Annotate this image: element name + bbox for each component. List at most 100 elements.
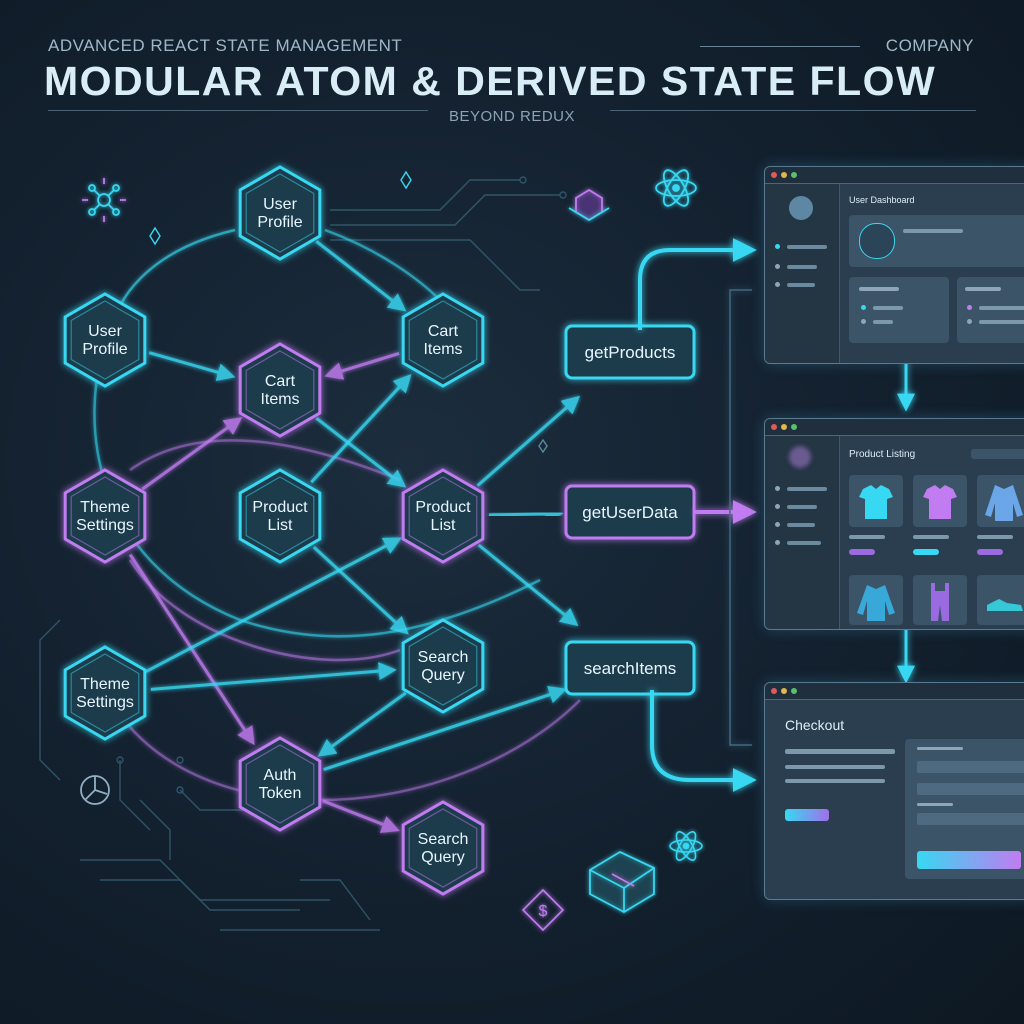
atom-hexagon-inner <box>408 476 478 556</box>
edge-a10-a11 <box>322 799 400 833</box>
sidebar-item[interactable] <box>787 487 827 491</box>
summary-line <box>785 749 895 754</box>
selectors: getProducts getUserData searchItems <box>564 324 696 696</box>
coupon-button[interactable] <box>785 809 829 821</box>
window-titlebar <box>765 167 1024 184</box>
product-card[interactable] <box>913 475 967 527</box>
selector-node[interactable]: getUserData <box>564 484 696 540</box>
atom-label: Profile <box>82 341 127 358</box>
sidebar-item-dot[interactable] <box>775 540 780 545</box>
product-card[interactable] <box>977 475 1024 527</box>
dashboard-panel: User Dashboard <box>764 166 1024 364</box>
product-card[interactable] <box>849 475 903 527</box>
atom-hexagon <box>238 468 322 564</box>
card-field[interactable] <box>917 813 1024 825</box>
sidebar-item[interactable] <box>787 283 815 287</box>
price-line <box>913 535 949 539</box>
window-maximize-dot[interactable] <box>791 688 797 694</box>
atom-hexagon-inner <box>70 476 140 556</box>
selector-node[interactable]: searchItems <box>564 640 696 696</box>
window-minimize-dot[interactable] <box>781 172 787 178</box>
checkout-panel: Checkout <box>764 682 1024 900</box>
city-field[interactable] <box>917 783 1024 795</box>
window-close-dot[interactable] <box>771 172 777 178</box>
sidebar-item[interactable] <box>787 245 827 249</box>
output-arrows <box>638 238 915 792</box>
sidebar <box>765 436 840 629</box>
edge-a7-s1 <box>476 395 581 487</box>
placeholder-line <box>965 287 1001 291</box>
edge-a3-a7 <box>315 416 407 488</box>
diamond-icon <box>149 170 548 454</box>
atom-hexagon <box>401 618 485 714</box>
shoe-icon <box>987 599 1023 611</box>
window-titlebar <box>765 683 1024 700</box>
sidebar-item-dot[interactable] <box>775 522 780 527</box>
window-close-dot[interactable] <box>771 424 777 430</box>
atom-label: Search <box>418 649 469 666</box>
atom-label: Query <box>421 667 465 684</box>
window-minimize-dot[interactable] <box>781 688 787 694</box>
atom-label: Items <box>423 341 462 358</box>
window-close-dot[interactable] <box>771 688 777 694</box>
edge-a6-a4 <box>310 374 412 484</box>
selector-box <box>564 640 696 696</box>
atom-hexagon <box>238 165 322 261</box>
selector-box <box>564 484 696 540</box>
address-field[interactable] <box>917 761 1024 773</box>
sidebar-item-dot[interactable] <box>775 264 780 269</box>
atom-hexagon-inner <box>408 626 478 706</box>
sidebar-item-dot[interactable] <box>775 486 780 491</box>
bullet-dot <box>861 319 866 324</box>
atom-hexagon <box>63 292 147 388</box>
sidebar-item-dot[interactable] <box>775 282 780 287</box>
sidebar-item[interactable] <box>787 505 817 509</box>
edge-a5-a3 <box>141 417 243 491</box>
network-hub-icon <box>82 178 126 222</box>
price-badge <box>913 549 939 555</box>
sidebar-item[interactable] <box>787 265 817 269</box>
tshirt-icon <box>923 485 957 519</box>
sidebar-item[interactable] <box>787 541 821 545</box>
atom-hexagon <box>401 800 485 896</box>
edge-a7-s2 <box>488 504 564 523</box>
placeholder-line <box>979 320 1024 324</box>
place-order-button[interactable] <box>917 851 1021 869</box>
bullet-dot <box>967 319 972 324</box>
selector-node[interactable]: getProducts <box>564 324 696 380</box>
tshirt-icon <box>859 485 893 519</box>
placeholder-line <box>873 320 893 324</box>
sidebar-item[interactable] <box>787 523 815 527</box>
header-divider <box>700 46 860 47</box>
panel-title: Product Listing <box>849 449 916 460</box>
sidebar-item-dot[interactable] <box>775 244 780 249</box>
window-maximize-dot[interactable] <box>791 424 797 430</box>
panel-title: Checkout <box>785 717 845 733</box>
sidebar-item-dot[interactable] <box>775 504 780 509</box>
atom-hexagon-inner <box>245 173 315 253</box>
edge-a1-a4 <box>315 240 407 312</box>
atom-label: Theme <box>80 499 130 516</box>
edge-a4-a3 <box>324 352 400 380</box>
product-card[interactable] <box>913 575 967 625</box>
product-card[interactable] <box>849 575 903 625</box>
atom-label: Auth <box>264 767 297 784</box>
price-line <box>977 535 1013 539</box>
search-input[interactable] <box>971 449 1024 459</box>
cube-icon <box>568 188 610 222</box>
product-card[interactable] <box>977 575 1024 625</box>
selector-box <box>564 324 696 380</box>
window-minimize-dot[interactable] <box>781 424 787 430</box>
window-maximize-dot[interactable] <box>791 172 797 178</box>
